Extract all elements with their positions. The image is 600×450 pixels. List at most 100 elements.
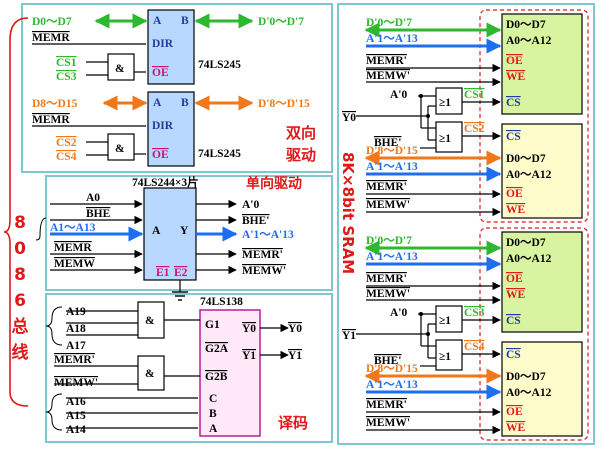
chip-pin: D0～D7: [506, 371, 546, 383]
y-label: Y1: [342, 330, 356, 342]
or-gate-symbol: ≥1: [439, 97, 451, 109]
memr-label: MEMR: [32, 114, 70, 126]
chip-74ls244: [143, 187, 197, 281]
data-out-label: D'0～D'7: [258, 16, 304, 28]
sram-chip: [501, 231, 583, 333]
and-gate: [107, 133, 135, 161]
data-in-label: D8～D15: [32, 98, 78, 110]
panel-decoder: [45, 293, 333, 443]
chip-pin: WE: [506, 422, 526, 434]
address-label: A14: [66, 424, 86, 436]
chip-name: 74LS245: [198, 59, 241, 71]
input-label: A0: [86, 192, 100, 204]
pin-a: A: [152, 225, 161, 237]
pin-e2: E2: [174, 267, 188, 279]
bidir-driver-bottom: D8～D15 D'8～D'15 A B DIR OE MEMR & CS2 CS…: [32, 91, 310, 167]
chip-pin: WE: [506, 204, 526, 216]
pin-a: A: [153, 15, 162, 27]
output-label: Y0: [288, 323, 302, 335]
output-label: MEMW': [242, 265, 286, 277]
input-label: MEMR: [54, 242, 92, 254]
chip-name: 74LS138: [200, 296, 243, 308]
signal-label: A'0: [390, 89, 408, 101]
pin-e1: E1: [156, 267, 170, 279]
unidir-driver: 74LS244×3片 单向驱动 A Y E1 E2 A0 BHE A1～A13 …: [50, 175, 302, 301]
address-label: A16: [66, 396, 86, 408]
pin-label: A: [209, 423, 218, 435]
chip-pin: D0～D7: [506, 19, 546, 31]
chip-pin: D0～D7: [506, 153, 546, 165]
data-in-label: D0～D7: [32, 16, 72, 28]
signal-label: MEMR': [366, 181, 407, 193]
bus-label: A'1～A'13: [366, 251, 418, 263]
bidir-title: 驱动: [286, 146, 316, 164]
bus-label-char: 6: [14, 291, 26, 311]
bus-label: D'8～D'15: [366, 363, 418, 375]
signal-label: BHE': [374, 137, 401, 149]
chip-74ls245-bottom: [147, 91, 195, 167]
chip-name: 74LS244×3片: [132, 175, 199, 189]
chip-pin: CS: [506, 315, 521, 327]
cs-label: CS2: [56, 137, 77, 149]
bidir-title: 双向: [286, 124, 316, 142]
bus-label-char: 总: [12, 316, 29, 337]
input-label: MEMW: [54, 258, 95, 270]
and-gate-symbol: &: [115, 143, 125, 155]
pin-a: A: [153, 97, 162, 109]
signal-label: MEMW': [366, 417, 410, 429]
output-label: A'1～A'13: [242, 229, 294, 241]
signal-label: MEMR': [366, 273, 407, 285]
cs-label: CS1: [56, 57, 77, 69]
chip-pin: OE: [506, 188, 523, 200]
bus-label-char: 8: [14, 213, 26, 233]
and-gate-symbol: &: [145, 315, 155, 327]
bus-label-char: 8: [14, 265, 26, 285]
bidir-driver-top: D0～D7 D'0～D'7 A B DIR OE MEMR & CS1 CS3 …: [32, 9, 304, 85]
pin-label: C: [209, 393, 217, 405]
output-label: MEMR': [242, 249, 283, 261]
output-label: Y1: [288, 350, 302, 362]
control-label: MEMR': [54, 354, 95, 366]
bus-label-char: 0: [14, 239, 26, 259]
chip-74ls138: [199, 309, 261, 437]
pin-label: Y1: [242, 350, 256, 362]
bus-label: D'0～D'7: [366, 17, 412, 29]
or-gate: [435, 305, 463, 333]
chip-pin: A0～A12: [506, 387, 552, 399]
sram-group-outline: [479, 9, 589, 223]
address-label: A18: [66, 323, 86, 335]
sram-group-2: D0～D7 A0～A12 OE WE CS CS D0～D7 A0～A12 OE…: [342, 227, 589, 441]
and-gate: [137, 301, 165, 339]
chip-pin: OE: [506, 406, 523, 418]
sram-chip: [501, 123, 583, 219]
signal-label: MEMW': [366, 288, 410, 300]
chip-pin: WE: [506, 71, 526, 83]
chip-pin: OE: [506, 55, 523, 67]
decoder-title: 译码: [278, 414, 308, 432]
signal-label: A'0: [390, 307, 408, 319]
or-gate-symbol: ≥1: [439, 315, 451, 327]
bus-label: A'1～A'13: [366, 161, 418, 173]
chip-pin: CS: [506, 349, 521, 361]
sram-group-1: D0～D7 A0～A12 OE WE CS CS D0～D7 A0～A12 OE…: [342, 9, 589, 223]
chip-name: 74LS245: [198, 148, 241, 160]
pin-label: B: [209, 408, 217, 420]
bus-bracket: [3, 17, 29, 407]
bus-label: D'8～D'15: [366, 145, 418, 157]
sram-group-outline: [479, 227, 589, 441]
or-gate-symbol: ≥1: [439, 351, 451, 363]
signal-label: MEMW': [366, 70, 410, 82]
pin-label: Y0: [242, 323, 256, 335]
pin-dir: DIR: [152, 38, 174, 50]
signal-label: MEMR': [366, 399, 407, 411]
output-label: A'0: [242, 199, 260, 211]
chip-74ls245-top: [147, 9, 195, 85]
signal-label: MEMW': [366, 199, 410, 211]
chip-pin: A0～A12: [506, 35, 552, 47]
cs-label: CS4: [56, 151, 77, 163]
or-gate: [435, 87, 463, 115]
input-label: BHE: [86, 208, 111, 220]
unidir-title: 单向驱动: [246, 175, 302, 192]
